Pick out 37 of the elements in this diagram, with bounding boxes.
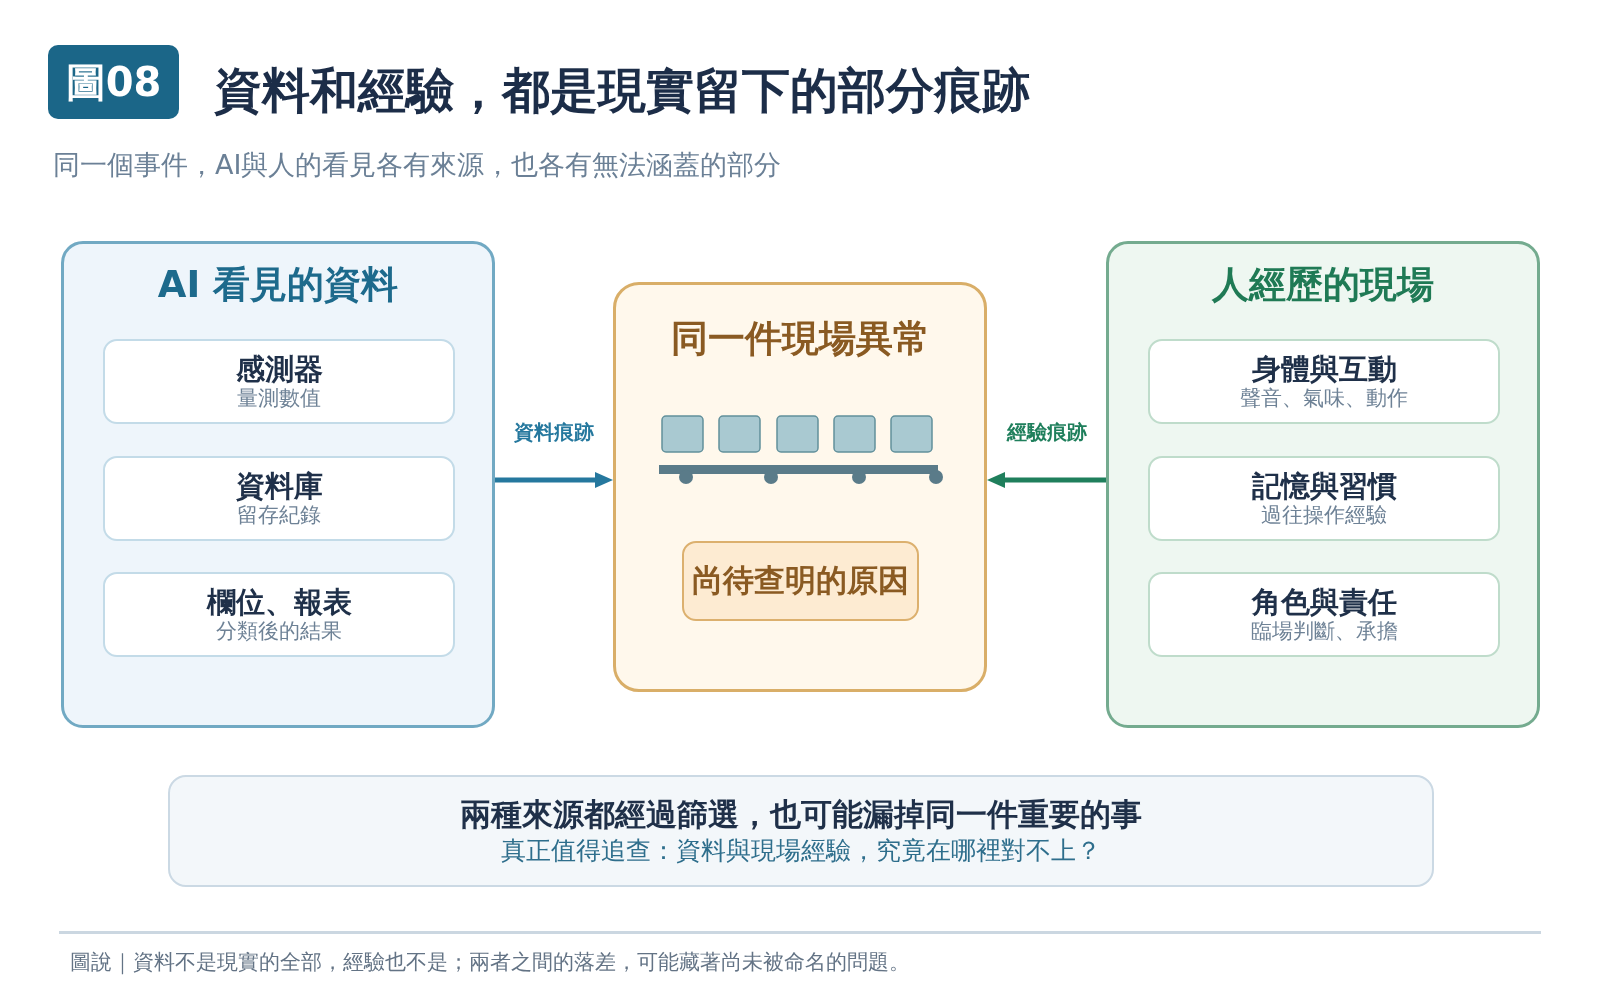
card-subtitle: 臨場判斷、承擔	[1250, 619, 1398, 645]
panel-heading: AI 看見的資料	[157, 263, 399, 308]
source-card	[103, 339, 455, 424]
subtitle: 同一個事件，AI與人的看見各有來源，也各有無法涵蓋的部分	[53, 149, 782, 182]
card-title: 身體與互動	[1251, 351, 1397, 387]
cause-text: 尚待查明的原因	[692, 562, 909, 600]
source-card	[103, 572, 455, 657]
edge-label: 經驗痕跡	[1006, 420, 1087, 444]
card-title: 記憶與習慣	[1251, 468, 1397, 504]
summary-heading: 兩種來源都經過篩選，也可能漏掉同一件重要的事	[460, 796, 1142, 834]
event-panel	[613, 282, 987, 692]
card-title: 角色與責任	[1251, 584, 1397, 620]
title: 資料和經驗，都是現實留下的部分痕跡	[214, 62, 1030, 120]
panel-heading: 同一件現場異常	[670, 317, 930, 362]
source-card	[1148, 572, 1500, 657]
card-subtitle: 聲音、氣味、動作	[1240, 386, 1408, 412]
card-subtitle: 分類後的結果	[216, 619, 342, 645]
source-card	[103, 456, 455, 541]
card-title: 欄位、報表	[206, 584, 352, 620]
panel-heading: 人經歷的現場	[1212, 263, 1434, 308]
figure-number-badge: 圖08	[48, 45, 179, 119]
edge-label: 資料痕跡	[514, 420, 594, 444]
source-card	[1148, 339, 1500, 424]
card-title: 資料庫	[235, 468, 323, 504]
caption: 圖說｜資料不是現實的全部，經驗也不是；兩者之間的落差，可能藏著尚未被命名的問題。	[70, 950, 910, 976]
source-panel	[1106, 241, 1540, 728]
summary-panel	[168, 775, 1434, 887]
card-subtitle: 量測數值	[237, 386, 321, 412]
summary-question: 真正值得追查：資料與現場經驗，究竟在哪裡對不上？	[501, 835, 1101, 866]
source-panel	[61, 241, 495, 728]
arrow	[495, 472, 613, 488]
source-card	[1148, 456, 1500, 541]
card-title: 感測器	[235, 351, 323, 387]
cause-box	[682, 541, 919, 621]
card-subtitle: 留存紀錄	[237, 503, 321, 529]
arrow	[987, 472, 1106, 488]
card-subtitle: 過往操作經驗	[1261, 503, 1387, 529]
